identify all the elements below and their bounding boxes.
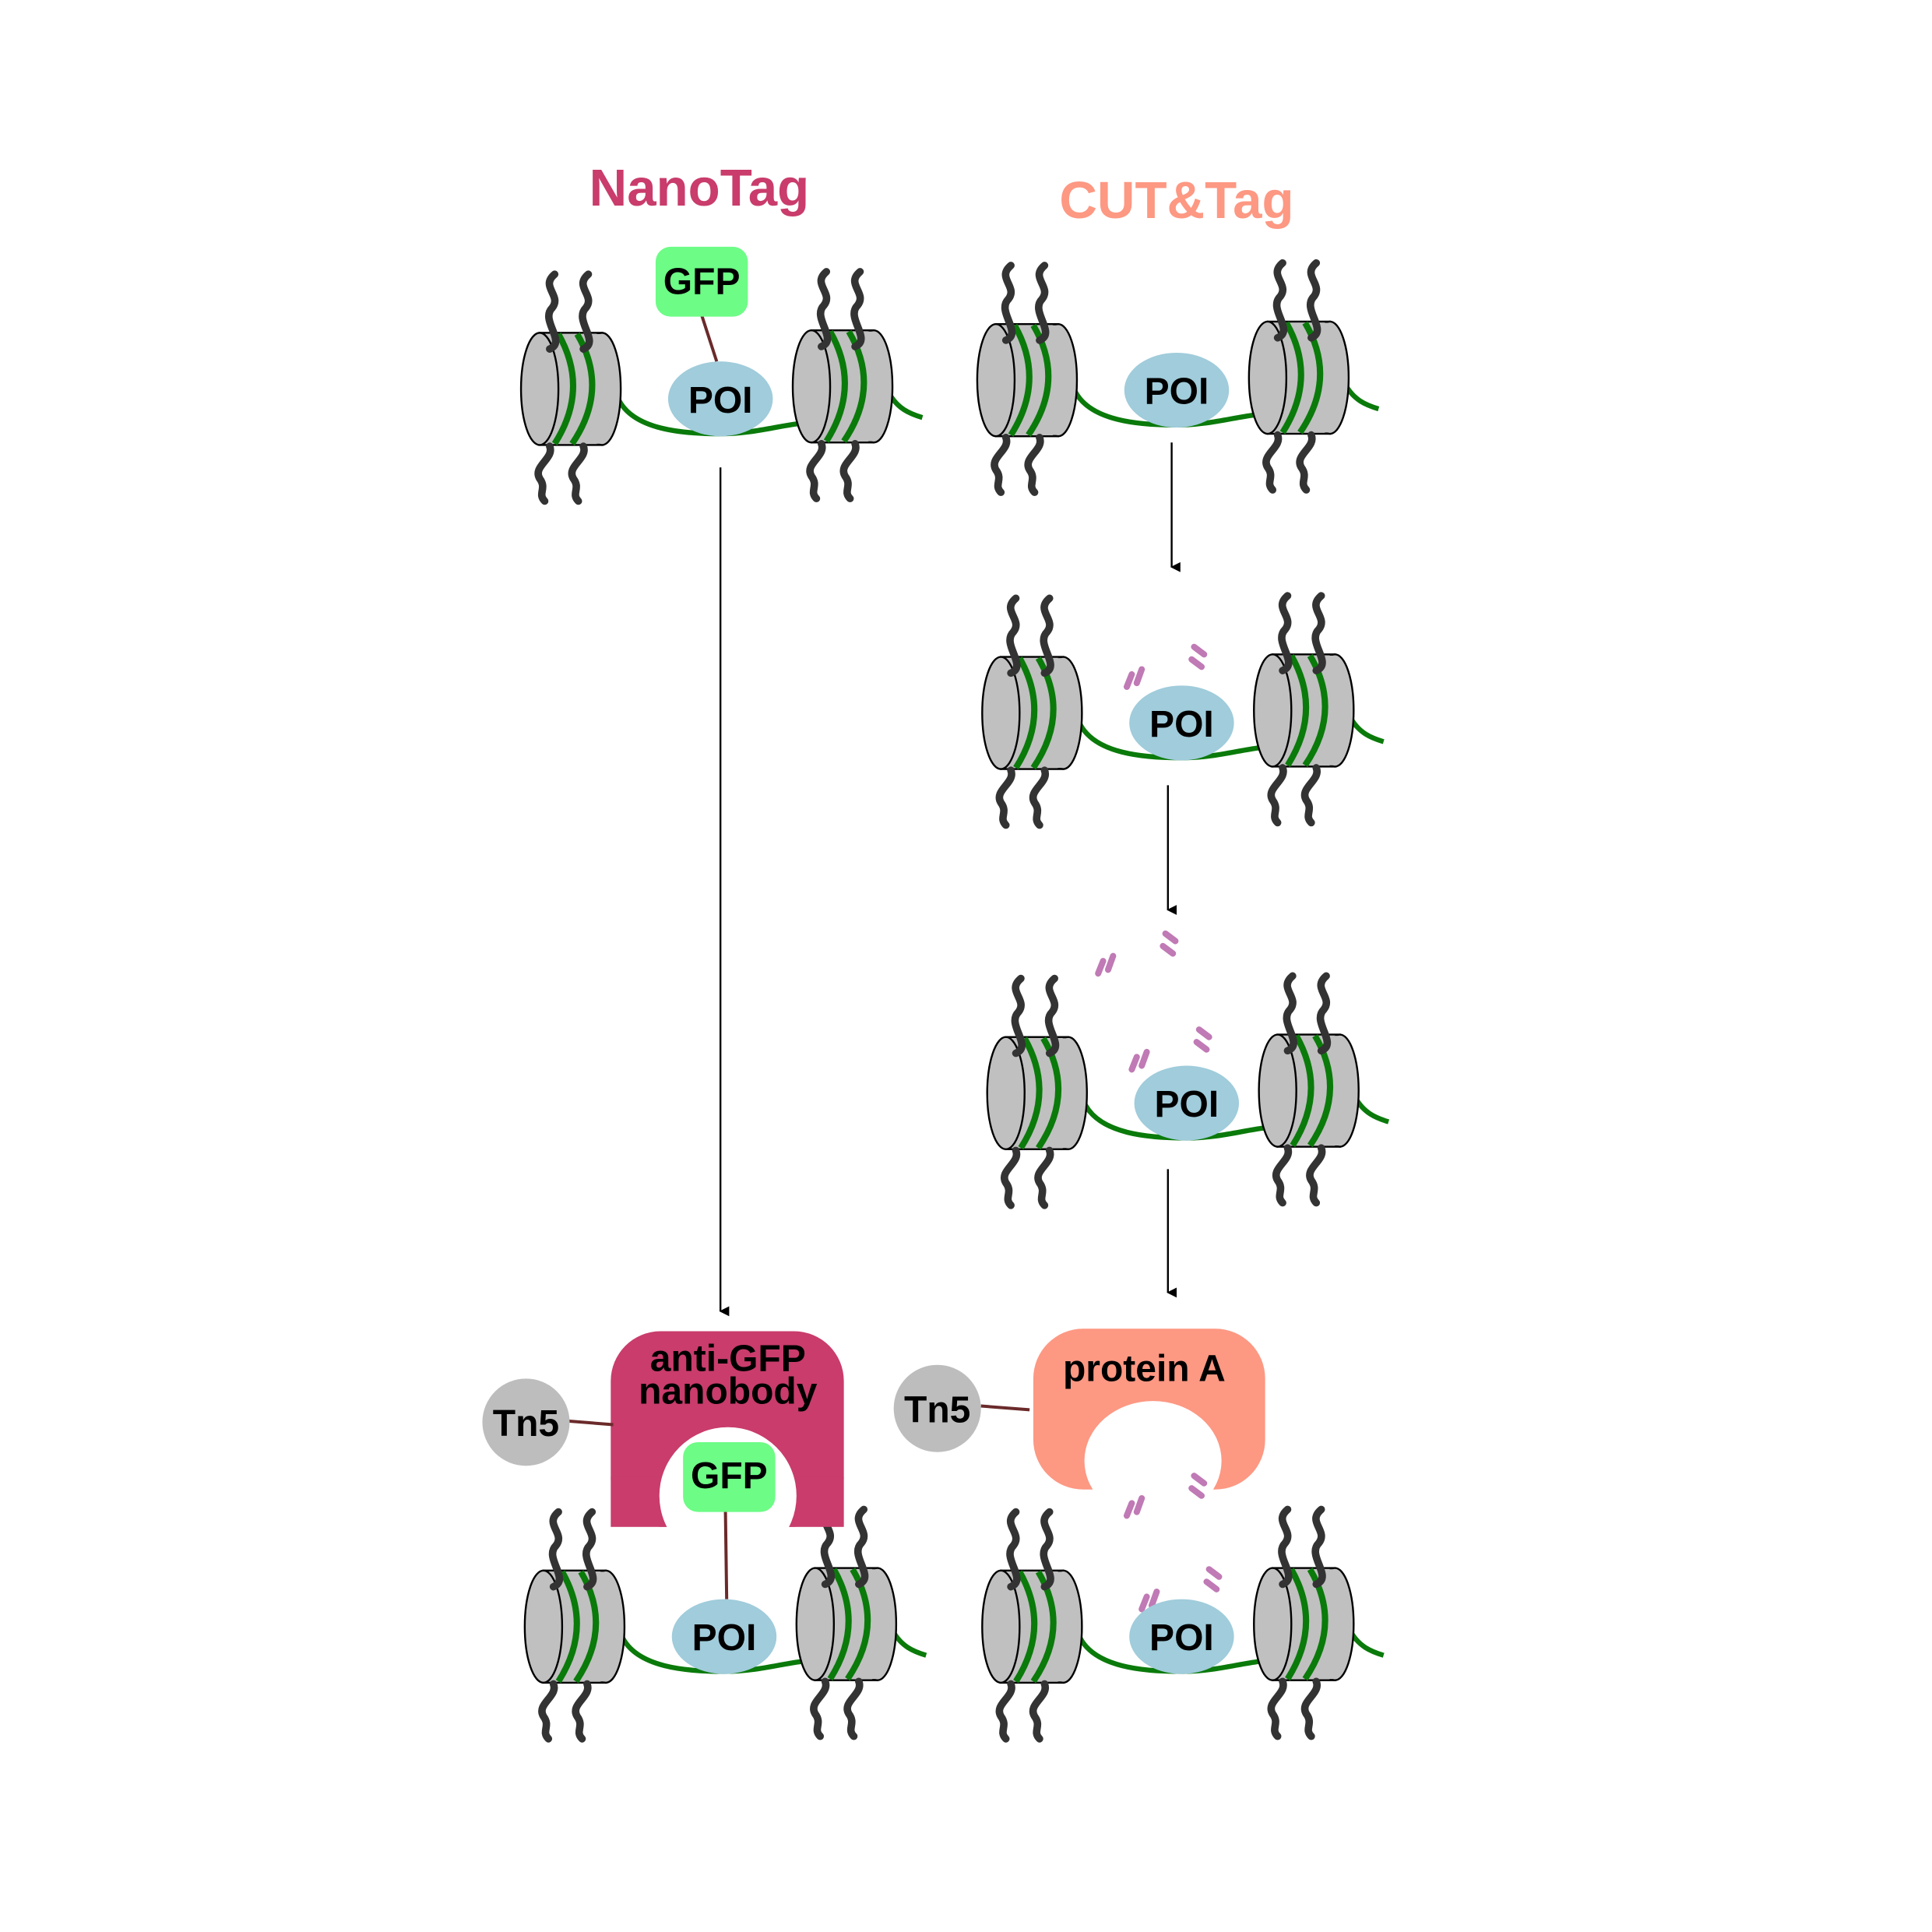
nanobody-label-2: nanobody	[639, 1371, 818, 1412]
poi	[1134, 1065, 1240, 1141]
tn5-linker	[980, 1404, 1030, 1412]
poi	[1129, 1599, 1234, 1674]
primary-antibody	[1131, 959, 1209, 1069]
poi	[1129, 685, 1234, 761]
linker	[723, 1510, 729, 1599]
tn5	[482, 1378, 570, 1466]
nanobody-label-1: anti-GFP	[650, 1339, 806, 1380]
primary-antibody	[1127, 577, 1204, 687]
poi-label: POI	[688, 380, 753, 421]
cuttag-title: CUT&Tag	[1059, 171, 1293, 230]
tn5-linker	[567, 1419, 614, 1427]
nanotag-title: NanoTag	[589, 159, 810, 217]
poi-label: POI	[692, 1617, 757, 1659]
tn5-label: Tn5	[493, 1403, 559, 1445]
poi	[1124, 352, 1230, 428]
gfp-tag	[683, 1441, 776, 1512]
secondary-antibody	[1098, 864, 1175, 973]
gfp-label: GFP	[663, 262, 741, 303]
poi-label: POI	[1154, 1084, 1219, 1125]
poi-label: POI	[1149, 704, 1214, 745]
tn5-label: Tn5	[904, 1389, 970, 1431]
protein-a-label: protein A	[1063, 1349, 1226, 1390]
poi	[667, 361, 773, 437]
gfp-label: GFP	[691, 1455, 768, 1497]
poi-label: POI	[1145, 371, 1209, 413]
poi-label: POI	[1149, 1617, 1214, 1659]
poi	[671, 1599, 777, 1674]
linker	[700, 315, 719, 362]
tn5	[893, 1364, 981, 1452]
gfp-tag	[655, 246, 748, 317]
